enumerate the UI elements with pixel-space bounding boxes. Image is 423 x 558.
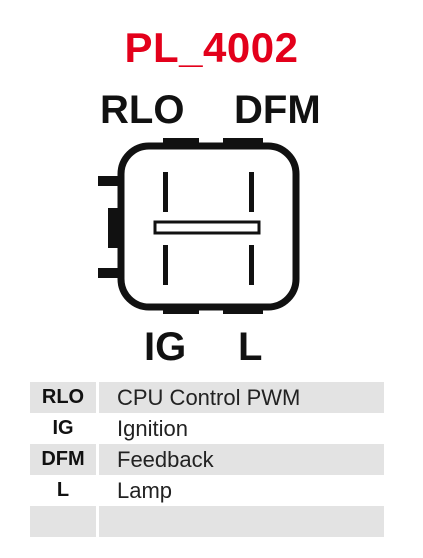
legend-row: RLO CPU Control PWM [30,382,384,413]
legend-row: L Lamp [30,475,384,506]
legend-code: DFM [30,444,99,475]
pin-label-rlo: RLO [100,88,185,132]
connector-side-lug-top [98,176,124,186]
legend-description: Ignition [117,415,188,441]
legend-description: Lamp [117,477,173,503]
connector-diagram [98,138,300,314]
pin-slot-dfm [249,172,254,212]
legend-description: CPU Control PWM [97,382,384,413]
pin-label-ig: IG [144,325,187,369]
legend-description [97,506,384,537]
pin-legend-table: RLO CPU Control PWM IG Ignition DFM Feed… [30,382,384,537]
pin-slot-ig [163,245,168,285]
legend-row: IG Ignition [30,413,384,444]
legend-code: IG [30,413,99,444]
legend-row: DFM Feedback [30,444,384,475]
connector-title: PL_4002 [124,24,299,71]
legend-code: RLO [30,382,99,413]
legend-code: L [30,475,99,506]
connector-side-lug-bottom [98,268,124,278]
legend-code [30,506,99,537]
pin-slot-rlo [163,172,168,212]
pin-slot-l [249,245,254,285]
pin-label-l: L [238,325,263,369]
legend-row [30,506,384,537]
pin-label-dfm: DFM [234,88,321,132]
legend-description: Feedback [97,444,384,475]
connector-center-key [153,220,261,235]
